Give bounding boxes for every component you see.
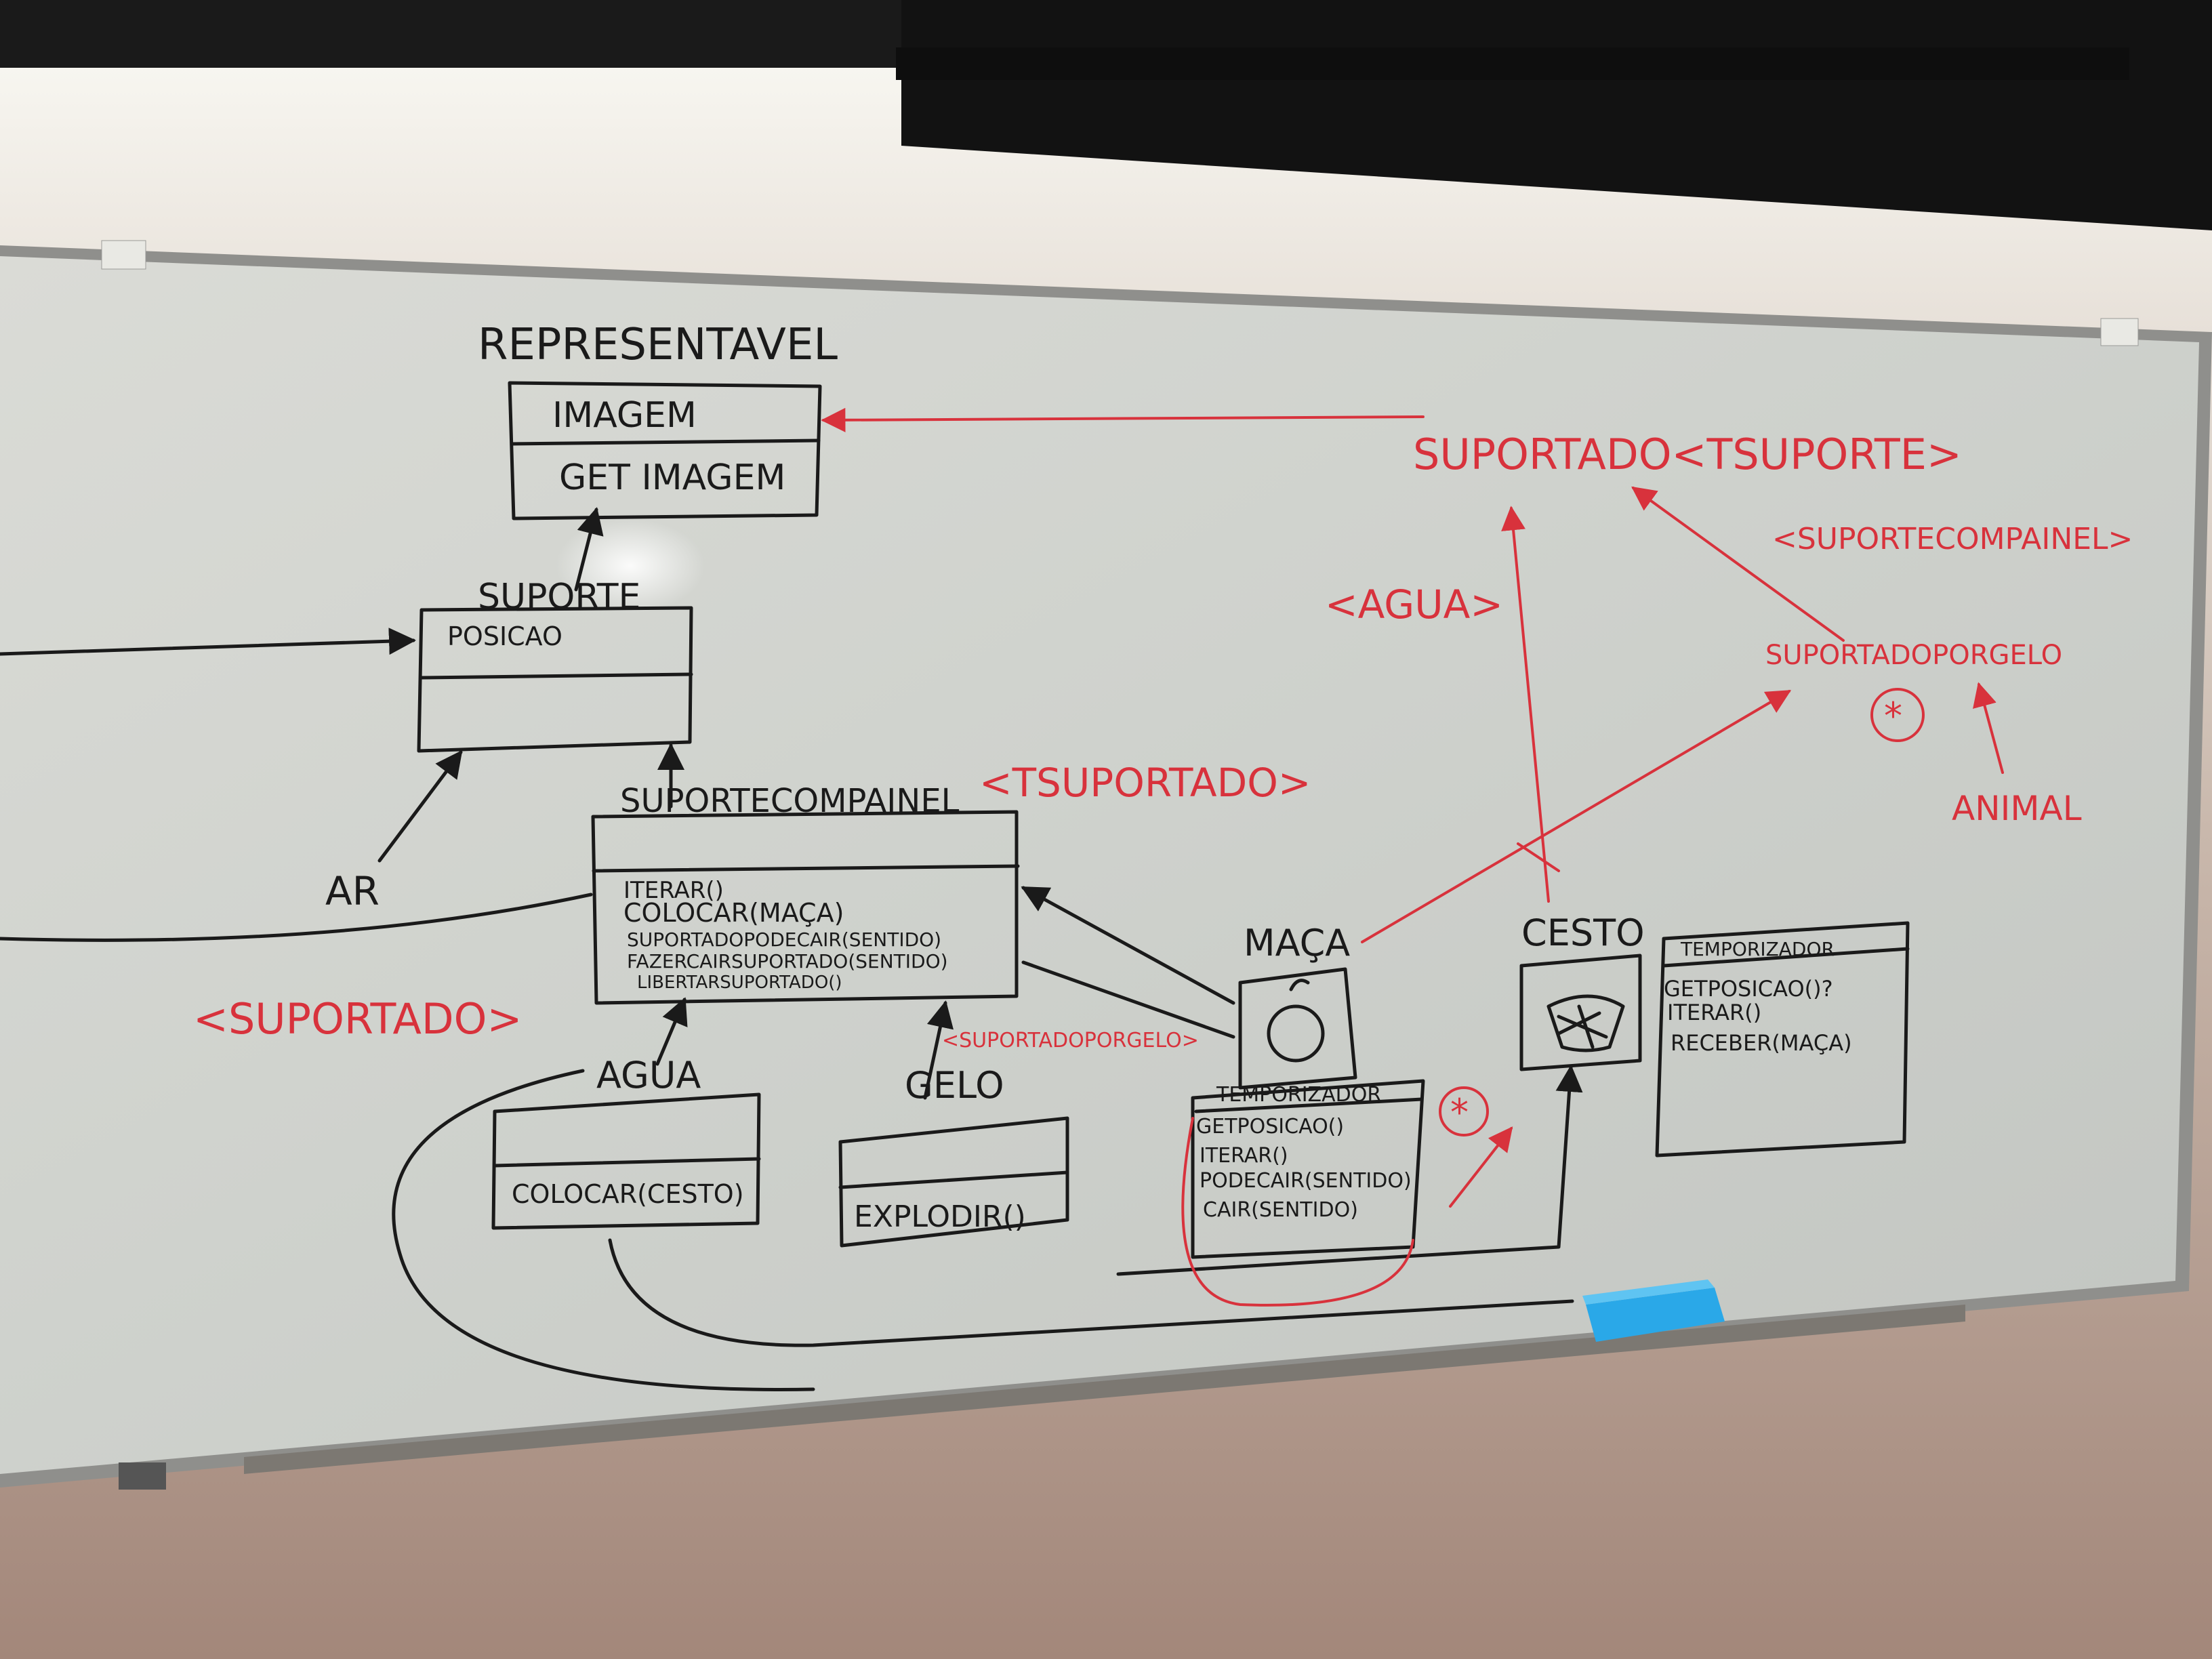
gelo-class-box	[838, 1116, 1069, 1248]
cesto-class-box	[1519, 954, 1642, 1071]
suportadoporgelo-red-label: SUPORTADOPORGELO	[1765, 640, 2062, 671]
left-association-arrow	[0, 628, 416, 656]
maca-to-painel-arrow	[1021, 886, 1235, 1005]
gelo-title: GELO	[905, 1064, 1004, 1107]
animal-label: ANIMAL	[1952, 789, 2082, 828]
temporizador-maca-method: PODECAIR(SENTIDO)	[1200, 1169, 1412, 1193]
blue-eraser	[1582, 1279, 1725, 1342]
red-circle	[1439, 1086, 1489, 1136]
representavel-method: GET IMAGEM	[559, 457, 785, 498]
red-loop	[1181, 1117, 1414, 1307]
painel-method: COLOCAR(MAÇA)	[623, 898, 844, 928]
suportecompainel-red-label: <SUPORTECOMPAINEL>	[1772, 522, 2133, 556]
suporte-inherits-arrow	[574, 507, 604, 592]
agua-loop-line	[608, 1238, 1574, 1347]
temporizador-title: TEMPORIZADOR	[1680, 938, 1835, 960]
suporte-attr: POSICAO	[447, 621, 562, 651]
painel-method: FAZERCAIRSUPORTADO(SENTIDO)	[627, 950, 948, 972]
cesto-title: CESTO	[1521, 912, 1645, 954]
cesto-arrow	[1116, 1065, 1583, 1276]
gelo-method: EXPLODIR()	[854, 1200, 1026, 1234]
painel-method: ITERAR()	[623, 877, 724, 904]
agua-outer-loop	[392, 1069, 815, 1391]
agua-inherits-arrow	[655, 997, 688, 1066]
maca-title: MAÇA	[1244, 922, 1350, 964]
suportado-generic-label: <SUPORTADO>	[193, 994, 522, 1044]
animal-arrow	[1973, 682, 2004, 774]
board-surface	[0, 256, 2199, 1474]
temporizador-method: RECEBER(MAÇA)	[1671, 1030, 1852, 1056]
temporizador-maca-title: TEMPORIZADOR	[1216, 1083, 1381, 1107]
red-star: *	[1884, 695, 1902, 737]
representavel-title: REPRESENTAVEL	[478, 320, 838, 370]
red-small-arrow	[1449, 1126, 1513, 1208]
representavel-attr: IMAGEM	[552, 395, 697, 436]
agua-class-box	[491, 1092, 761, 1230]
agua-red-label: <AGUA>	[1325, 581, 1503, 628]
ar-label: AR	[325, 868, 380, 914]
gelo-inherits-arrow	[923, 1000, 954, 1100]
temporizador-method: ITERAR()	[1667, 1000, 1761, 1025]
suportadoporgelo-generic-label: <SUPORTADOPORGELO>	[942, 1029, 1199, 1052]
board-clip	[119, 1462, 166, 1490]
board-clip	[101, 240, 146, 270]
painel-to-maca-line	[1021, 960, 1235, 1039]
temporizador-maca-method: ITERAR()	[1200, 1144, 1288, 1168]
agua-title: AGUA	[596, 1054, 701, 1097]
painel-method: LIBERTARSUPORTADO()	[637, 972, 842, 993]
board-clip	[2100, 318, 2139, 346]
agua-method: COLOCAR(CESTO)	[512, 1179, 744, 1209]
temporizador-maca-method: CAIR(SENTIDO)	[1203, 1198, 1358, 1222]
painel-method: SUPORTADOPODECAIR(SENTIDO)	[627, 928, 941, 951]
temporizador-class-box	[1655, 921, 1910, 1158]
suporte-title: SUPORTE	[478, 577, 640, 617]
suportado-to-representavel-arrow	[821, 407, 1425, 432]
suportado-tsuporte-label: SUPORTADO<TSUPORTE>	[1413, 430, 1962, 479]
suportadoporgelo-to-suportado-arrow	[1631, 486, 1845, 642]
tsuportado-generic-label: <TSUPORTADO>	[979, 760, 1311, 806]
suporte-com-painel-title: SUPORTECOMPAINEL	[620, 782, 960, 820]
marker-tray	[244, 1305, 1965, 1474]
suporte-class-box	[417, 606, 693, 753]
temporizador-maca-method: GETPOSICAO()	[1196, 1115, 1344, 1139]
maca-to-suportadoporgelo-arrow	[1361, 690, 1792, 943]
ar-inherits-arrow	[377, 750, 463, 863]
maca-class-box	[1238, 967, 1357, 1090]
suporte-com-painel-class-box	[591, 810, 1020, 1005]
left-line	[0, 893, 593, 942]
light-fixture	[896, 47, 2129, 80]
temporizador-method: GETPOSICAO()?	[1664, 976, 1833, 1002]
red-circle	[1870, 688, 1925, 742]
representavel-class-box	[508, 381, 822, 520]
red-star: *	[1450, 1091, 1469, 1134]
